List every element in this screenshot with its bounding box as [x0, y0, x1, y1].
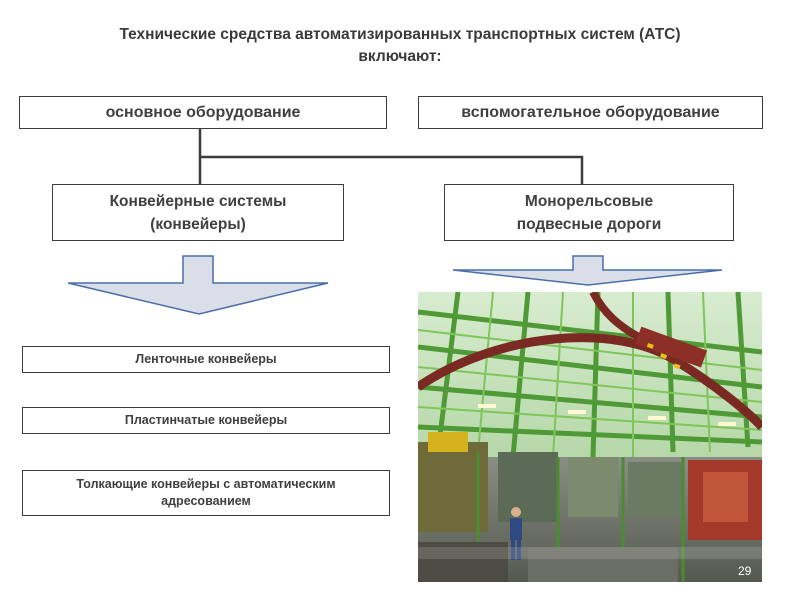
title-line-1: Технические средства автоматизированных …	[119, 26, 681, 43]
belt-conveyors-label: Ленточные конвейеры	[135, 352, 277, 366]
push-conveyors-line-1: Толкающие конвейеры с автоматическим	[76, 477, 336, 491]
connector-main-to-children	[198, 129, 584, 184]
monorail-box: Монорельсовые подвесные дороги	[444, 184, 734, 241]
belt-conveyors-box: Ленточные конвейеры	[22, 346, 390, 373]
factory-monorail-photo: 29	[418, 292, 762, 582]
monorail-line-2: подвесные дороги	[516, 215, 662, 233]
main-equipment-label: основное оборудование	[105, 103, 301, 121]
down-arrow-left	[67, 255, 329, 315]
plate-conveyors-label: Пластинчатые конвейеры	[124, 413, 288, 427]
conveyor-systems-box: Конвейерные системы (конвейеры)	[52, 184, 344, 241]
main-equipment-box: основное оборудование	[19, 96, 387, 129]
conveyor-systems-line-2: (конвейеры)	[150, 215, 246, 233]
page-number: 29	[738, 564, 752, 578]
push-conveyors-box: Толкающие конвейеры с автоматическим адр…	[22, 470, 390, 516]
down-arrow-right	[452, 255, 723, 286]
conveyor-systems-line-1: Конвейерные системы	[109, 192, 287, 210]
diagram-title: Технические средства автоматизированных …	[20, 24, 780, 68]
factory-photo-drawing	[418, 292, 762, 582]
push-conveyors-line-2: адресованием	[161, 494, 251, 508]
auxiliary-equipment-label: вспомогательное оборудование	[461, 103, 720, 121]
monorail-line-1: Монорельсовые	[524, 192, 654, 210]
auxiliary-equipment-box: вспомогательное оборудование	[418, 96, 763, 129]
title-line-2: включают:	[358, 48, 442, 65]
plate-conveyors-box: Пластинчатые конвейеры	[22, 407, 390, 434]
